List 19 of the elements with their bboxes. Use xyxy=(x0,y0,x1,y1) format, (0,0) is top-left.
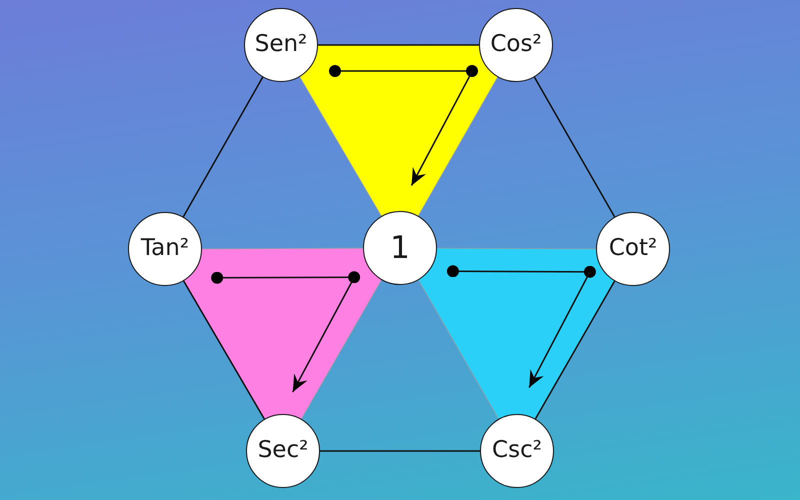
connector-line xyxy=(534,76,616,218)
dot-ended-line xyxy=(329,65,478,77)
connector-line xyxy=(318,44,479,46)
term-label: Cos² xyxy=(490,32,542,58)
arrow xyxy=(410,70,474,186)
arrow xyxy=(292,276,356,392)
dot-ended-line xyxy=(446,265,596,278)
connector-line xyxy=(183,280,265,420)
term-label: Csc² xyxy=(492,438,542,464)
arrow xyxy=(528,271,591,388)
connector-line xyxy=(320,450,480,452)
term-label: Sen² xyxy=(254,32,308,58)
dot-ended-line xyxy=(211,271,360,284)
term-label: Sec² xyxy=(258,438,308,464)
connector-line xyxy=(182,76,264,218)
term-label: Tan² xyxy=(140,236,190,262)
connector-line xyxy=(534,280,616,420)
term-label: Cot² xyxy=(608,236,658,262)
term-label: 1 xyxy=(390,230,410,266)
